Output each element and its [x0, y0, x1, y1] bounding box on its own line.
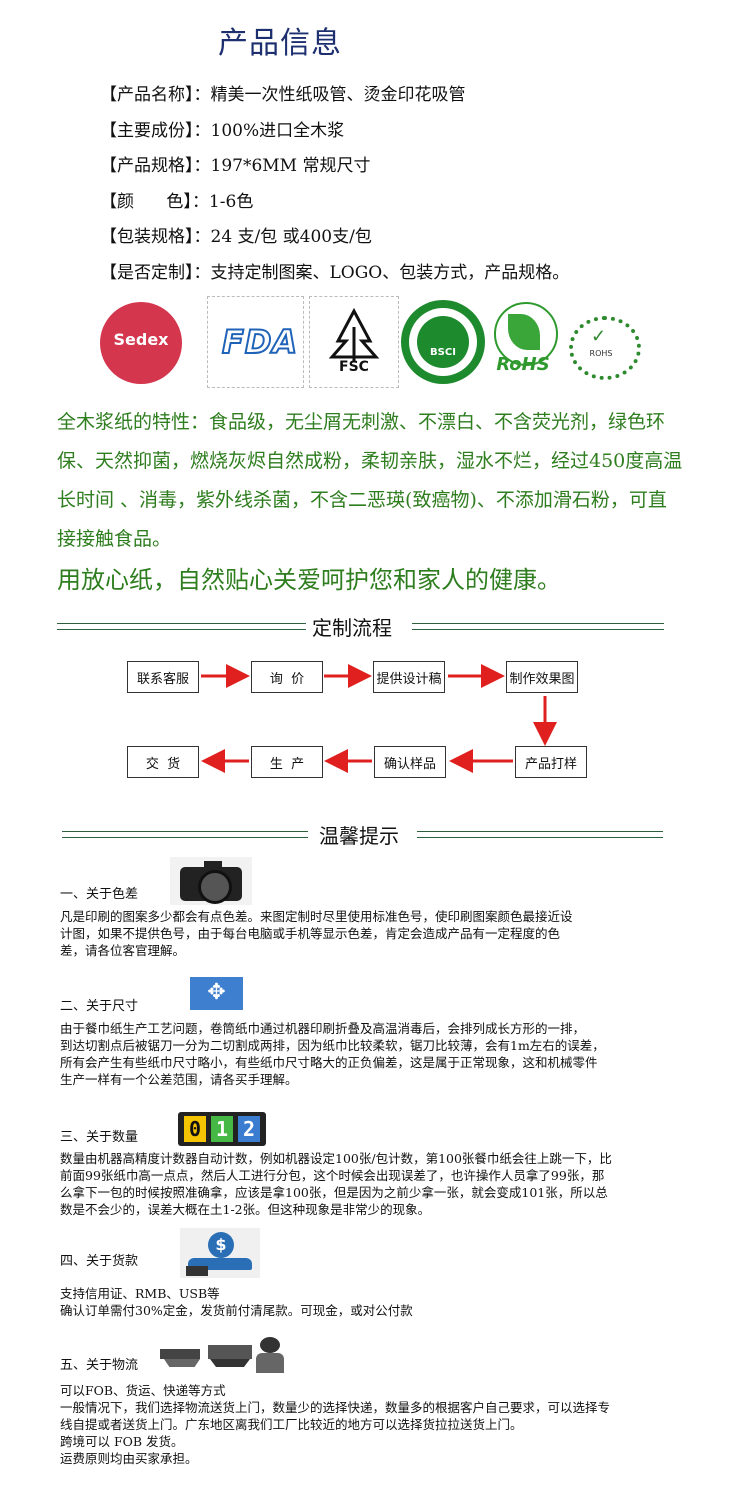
counter-icon: 0 1 2 [178, 1112, 266, 1146]
camera-icon [170, 857, 252, 905]
money-hand-icon: $ [180, 1228, 260, 1278]
divider-left [57, 623, 307, 630]
fda-logo: FDA [207, 296, 304, 388]
step-production: 生 产 [251, 746, 323, 778]
info-row-packaging: 【包装规格】：24 支/包 或400支/包 [100, 227, 372, 247]
tip-size-body: 由于餐巾纸生产工艺问题，卷筒纸巾通过机器印刷折叠及高温消毒后，会排列成长方形的一… [60, 1021, 605, 1087]
process-title: 定制流程 [306, 612, 398, 641]
tip-payment-body: 支持信用证、RMB、USB等 确认订单需付30%定金，发货前付清尾款。可现金，或… [60, 1286, 413, 1318]
step-confirm-sample: 确认样品 [374, 746, 446, 778]
step-make-rendering: 制作效果图 [506, 661, 578, 693]
slogan: 用放心纸，自然贴心关爱呵护您和家人的健康。 [57, 566, 561, 594]
tip-quantity-body: 数量由机器高精度计数器自动计数，例如机器设定100张/包计数，第100张餐巾纸会… [60, 1151, 612, 1217]
sedex-logo: Sedex [100, 302, 182, 384]
step-delivery: 交 货 [127, 746, 199, 778]
page-title: 产品信息 [218, 26, 342, 61]
tip-color-body: 凡是印刷的图案多少都会有点色差。来图定制时尽里使用标准色号，使印刷图案颜色最接近… [60, 909, 573, 958]
info-row-spec: 【产品规格】：197*6MM 常规尺寸 [100, 156, 371, 176]
step-provide-design: 提供设计稿 [373, 661, 445, 693]
tip-color-heading: 一、关于色差 [60, 887, 139, 902]
tip-logistics-body: 可以FOB、货运、快递等方式 一般情况下，我们选择物流送货上门，数量少的选择快递… [60, 1383, 611, 1466]
step-sample: 产品打样 [515, 746, 587, 778]
shipping-icon [160, 1335, 284, 1375]
tips-title: 温馨提示 [313, 820, 405, 849]
step-contact-service: 联系客服 [127, 661, 199, 693]
tips-divider-right [417, 831, 663, 838]
info-row-material: 【主要成份】：100%进口全木浆 [100, 121, 345, 141]
tip-payment-heading: 四、关于货款 [60, 1254, 139, 1269]
fsc-logo: FSC [309, 296, 399, 388]
divider-right [412, 623, 664, 630]
info-row-color: 【颜 色】：1-6色 [100, 192, 254, 212]
move-arrows-icon: ✥ [190, 977, 243, 1010]
tip-quantity-heading: 三、关于数量 [60, 1130, 139, 1145]
process-arrows [201, 664, 557, 773]
feature-paragraph: 全木浆纸的特性：食品级，无尘屑无刺激、不漂白、不含荧光剂，绿色环 保、天然抑菌，… [57, 411, 683, 550]
tips-divider-left [62, 831, 308, 838]
info-row-customization: 【是否定制】：支持定制图案、LOGO、包装方式，产品规格。 [100, 263, 570, 283]
rohs-leaf-logo: RoHS [488, 300, 558, 382]
rohs-logo: ✓ ROHS [565, 312, 641, 380]
bsci-logo: BSCI [401, 300, 485, 384]
tip-size-heading: 二、关于尺寸 [60, 999, 139, 1014]
info-row-name: 【产品名称】：精美一次性纸吸管、烫金印花吸管 [100, 85, 466, 105]
tip-logistics-heading: 五、关于物流 [60, 1358, 139, 1373]
step-inquiry: 询 价 [251, 661, 323, 693]
